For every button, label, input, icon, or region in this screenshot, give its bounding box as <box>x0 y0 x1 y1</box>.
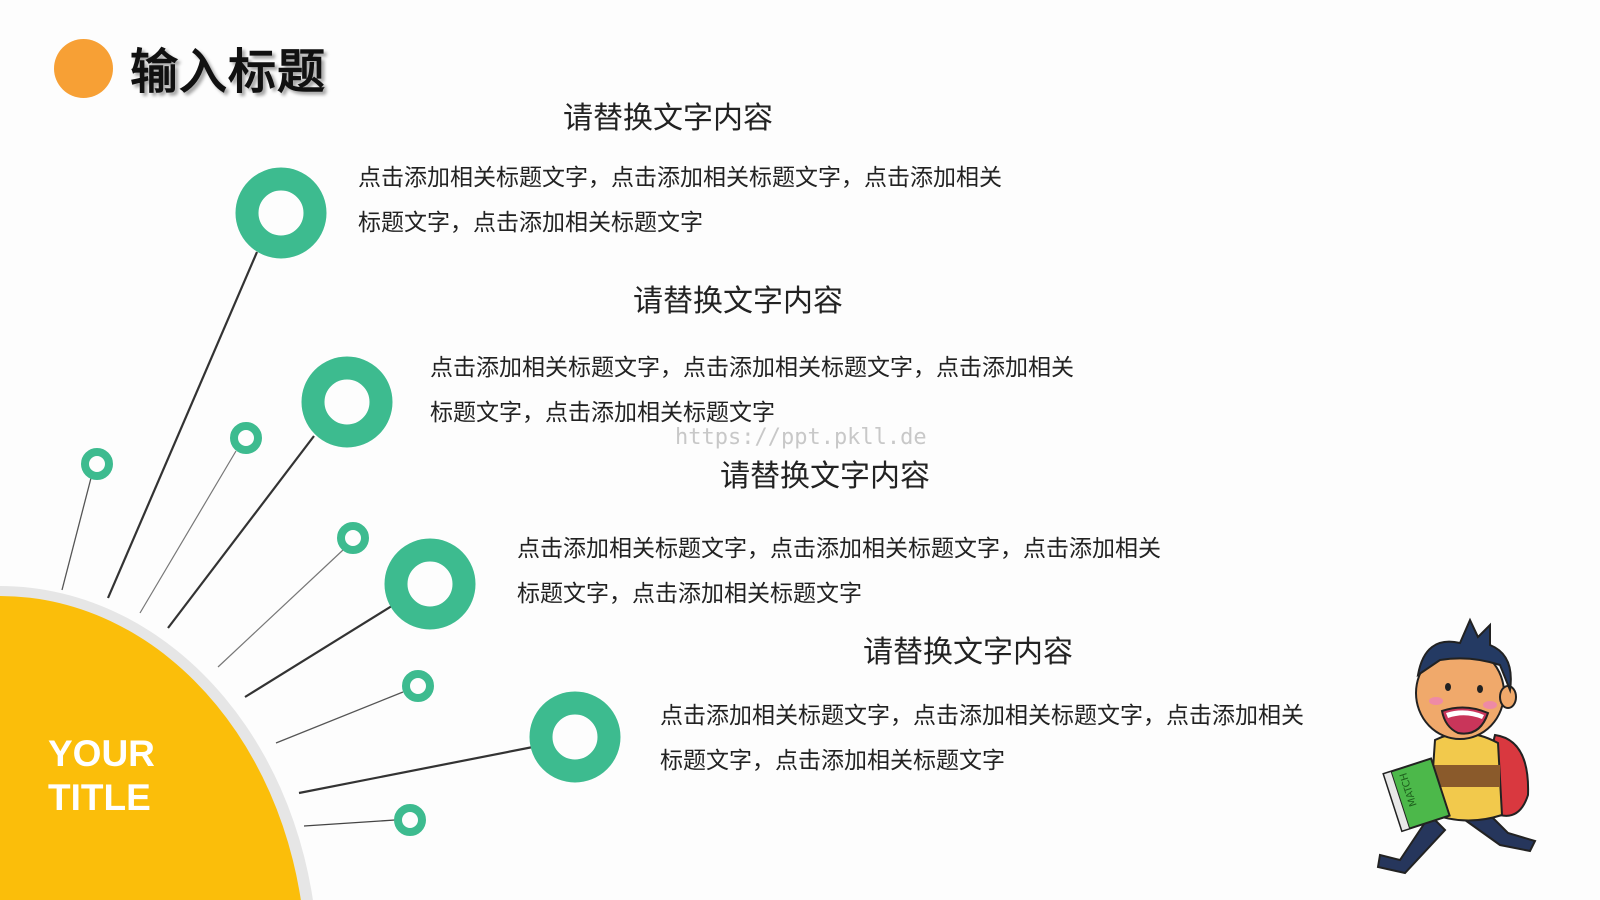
ring-large-1 <box>235 167 327 259</box>
badge-title[interactable]: YOUR TITLE <box>48 732 155 820</box>
section-2-body-line1: 点击添加相关标题文字，点击添加相关标题文字，点击添加相关 <box>430 355 1074 381</box>
section-1-heading[interactable]: 请替换文字内容 <box>563 101 773 136</box>
section-3-body-line1: 点击添加相关标题文字，点击添加相关标题文字，点击添加相关 <box>517 536 1161 562</box>
ring-large-4 <box>529 691 621 783</box>
section-4-body-line2: 标题文字，点击添加相关标题文字 <box>660 748 1005 774</box>
page-title[interactable]: 输入标题 <box>130 44 327 100</box>
connector-lines <box>61 251 534 827</box>
title-dot-icon <box>54 39 113 98</box>
ring-small-4 <box>402 670 434 702</box>
section-3-body-line2: 标题文字，点击添加相关标题文字 <box>517 581 862 607</box>
section-2-body-line2: 标题文字，点击添加相关标题文字 <box>430 400 775 426</box>
section-1-body[interactable]: 点击添加相关标题文字，点击添加相关标题文字，点击添加相关 标题文字，点击添加相关… <box>358 156 1078 246</box>
ring-large-2 <box>301 356 393 448</box>
ring-small-3 <box>337 522 369 554</box>
small-rings <box>81 422 434 836</box>
section-3-body[interactable]: 点击添加相关标题文字，点击添加相关标题文字，点击添加相关 标题文字，点击添加相关… <box>517 527 1237 617</box>
section-2-body[interactable]: 点击添加相关标题文字，点击添加相关标题文字，点击添加相关 标题文字，点击添加相关… <box>430 346 1150 436</box>
watermark: https://ppt.pkll.de <box>675 425 927 450</box>
ring-small-1 <box>81 448 113 480</box>
section-4-body[interactable]: 点击添加相关标题文字，点击添加相关标题文字，点击添加相关 标题文字，点击添加相关… <box>660 694 1380 784</box>
section-3-heading[interactable]: 请替换文字内容 <box>720 459 930 494</box>
section-4-heading[interactable]: 请替换文字内容 <box>863 635 1073 670</box>
large-rings <box>235 167 621 783</box>
section-2-heading[interactable]: 请替换文字内容 <box>633 284 843 319</box>
ring-large-3 <box>384 538 476 630</box>
cartoon-boy-illustration: MATCH <box>1376 617 1537 875</box>
badge-circle <box>0 596 301 900</box>
section-1-body-line2: 标题文字，点击添加相关标题文字 <box>358 210 703 236</box>
section-4-body-line1: 点击添加相关标题文字，点击添加相关标题文字，点击添加相关 <box>660 703 1304 729</box>
section-1-body-line1: 点击添加相关标题文字，点击添加相关标题文字，点击添加相关 <box>358 165 1002 191</box>
badge-title-line2: TITLE <box>48 777 151 818</box>
ring-small-5 <box>394 804 426 836</box>
badge-title-line1: YOUR <box>48 733 155 774</box>
ring-small-2 <box>230 422 262 454</box>
